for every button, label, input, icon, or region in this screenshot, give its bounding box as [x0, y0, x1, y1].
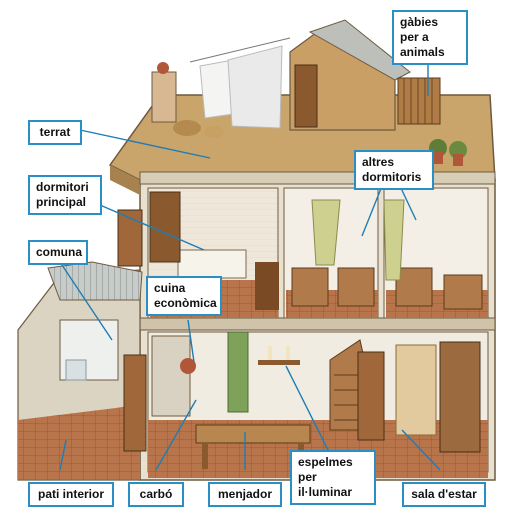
leader-pati-interior — [59, 439, 67, 471]
leader-terrat — [79, 129, 211, 159]
label-carbo: carbó — [128, 482, 184, 507]
house-structure — [17, 19, 496, 481]
label-gabies-per-a-animals: gàbies per a animals — [392, 10, 468, 65]
label-comuna: comuna — [28, 240, 88, 265]
label-cuina-economica: cuina econòmica — [146, 276, 222, 316]
label-altres-dormitoris: altres dormitoris — [354, 150, 434, 190]
leader-altres-dormitoris-a — [361, 185, 383, 237]
leader-cuina-economica — [187, 319, 195, 363]
leader-carbo — [155, 399, 197, 471]
label-sala-d-estar: sala d'estar — [402, 482, 486, 507]
leader-dormitori-principal — [99, 204, 205, 251]
leader-comuna — [59, 261, 113, 341]
label-terrat: terrat — [28, 120, 82, 145]
leader-espelmes — [285, 365, 331, 455]
label-espelmes-per-il-luminar: espelmes per il·luminar — [290, 450, 376, 505]
leader-sala-estar — [401, 429, 441, 471]
label-menjador: menjador — [208, 482, 282, 507]
leader-lines — [59, 60, 441, 471]
label-dormitori-principal: dormitori principal — [28, 175, 102, 215]
label-pati-interior: pati interior — [28, 482, 114, 507]
leader-altres-dormitoris-b — [399, 185, 417, 221]
